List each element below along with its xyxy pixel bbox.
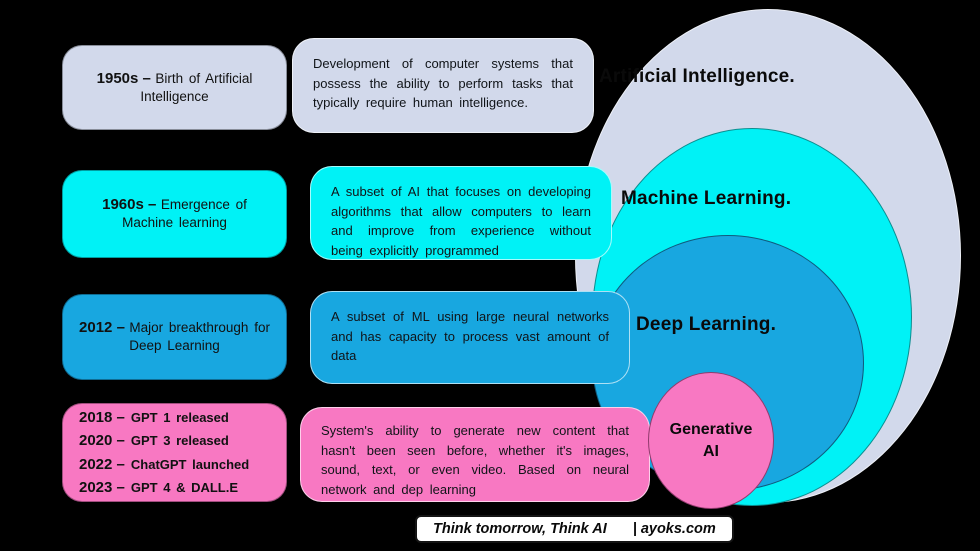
milestone-row: 2023 – GPT 4 & DALL.E [79, 476, 238, 499]
footer-tagline: Think tomorrow, Think AI [433, 521, 607, 537]
event-label: Emergence of Machine learning [122, 197, 247, 230]
generative-ai-label-line1: Generative [669, 420, 753, 438]
footer-tagline-bar: Think tomorrow, Think AI | ayoks.com [415, 515, 734, 543]
event-label: Birth of Artificial Intelligence [140, 70, 253, 104]
milestone-row: 2020 – GPT 3 released [79, 429, 229, 452]
timeline-box-text: 1960s – Emergence of Machine learning [77, 196, 272, 232]
milestone-row: 2018 – GPT 1 released [79, 406, 229, 429]
generative-ai-label-line2: AI [703, 442, 719, 460]
year-label: 2022 – [79, 455, 125, 473]
description-bubble-ai: Development of computer systems that pos… [292, 38, 594, 133]
year-label: 2023 – [79, 478, 125, 496]
milestone-row: 2022 – ChatGPT launched [79, 453, 249, 476]
generative-ai-circle: Generative AI [648, 372, 774, 509]
generative-ai-label: Generative AI [670, 419, 753, 462]
machine-learning-label: Machine Learning. [621, 188, 792, 209]
event-label: GPT 1 released [130, 410, 229, 425]
year-label: 1960s – [102, 196, 157, 213]
event-label: GPT 3 released [130, 433, 229, 449]
description-bubble-ml: A subset of AI that focuses on developin… [310, 166, 612, 260]
timeline-box-1950s: 1950s – Birth of Artificial Intelligence [62, 45, 287, 130]
year-label: 2018 – [79, 409, 125, 426]
description-bubble-dl: A subset of ML using large neural networ… [310, 291, 630, 384]
artificial-intelligence-label: Artificial Intelligence. [599, 66, 795, 87]
footer-site: | ayoks.com [632, 521, 716, 537]
event-label: GPT 4 & DALL.E [130, 479, 239, 495]
year-label: 2012 – [79, 319, 125, 336]
timeline-box-1960s: 1960s – Emergence of Machine learning [62, 170, 287, 258]
timeline-box-text: 2012 – Major breakthrough for Deep Learn… [77, 319, 272, 355]
year-label: 1950s – [96, 69, 151, 87]
description-bubble-genai: System's ability to generate new content… [300, 407, 650, 502]
event-label: ChatGPT launched [130, 456, 250, 472]
timeline-box-2012: 2012 – Major breakthrough for Deep Learn… [62, 294, 287, 380]
deep-learning-label: Deep Learning. [636, 314, 777, 335]
year-label: 2020 – [79, 432, 125, 450]
event-label: Major breakthrough for Deep Learning [129, 320, 270, 353]
timeline-box-gpt-era: 2018 – GPT 1 released 2020 – GPT 3 relea… [62, 403, 287, 502]
timeline-box-text: 1950s – Birth of Artificial Intelligence [77, 70, 272, 106]
